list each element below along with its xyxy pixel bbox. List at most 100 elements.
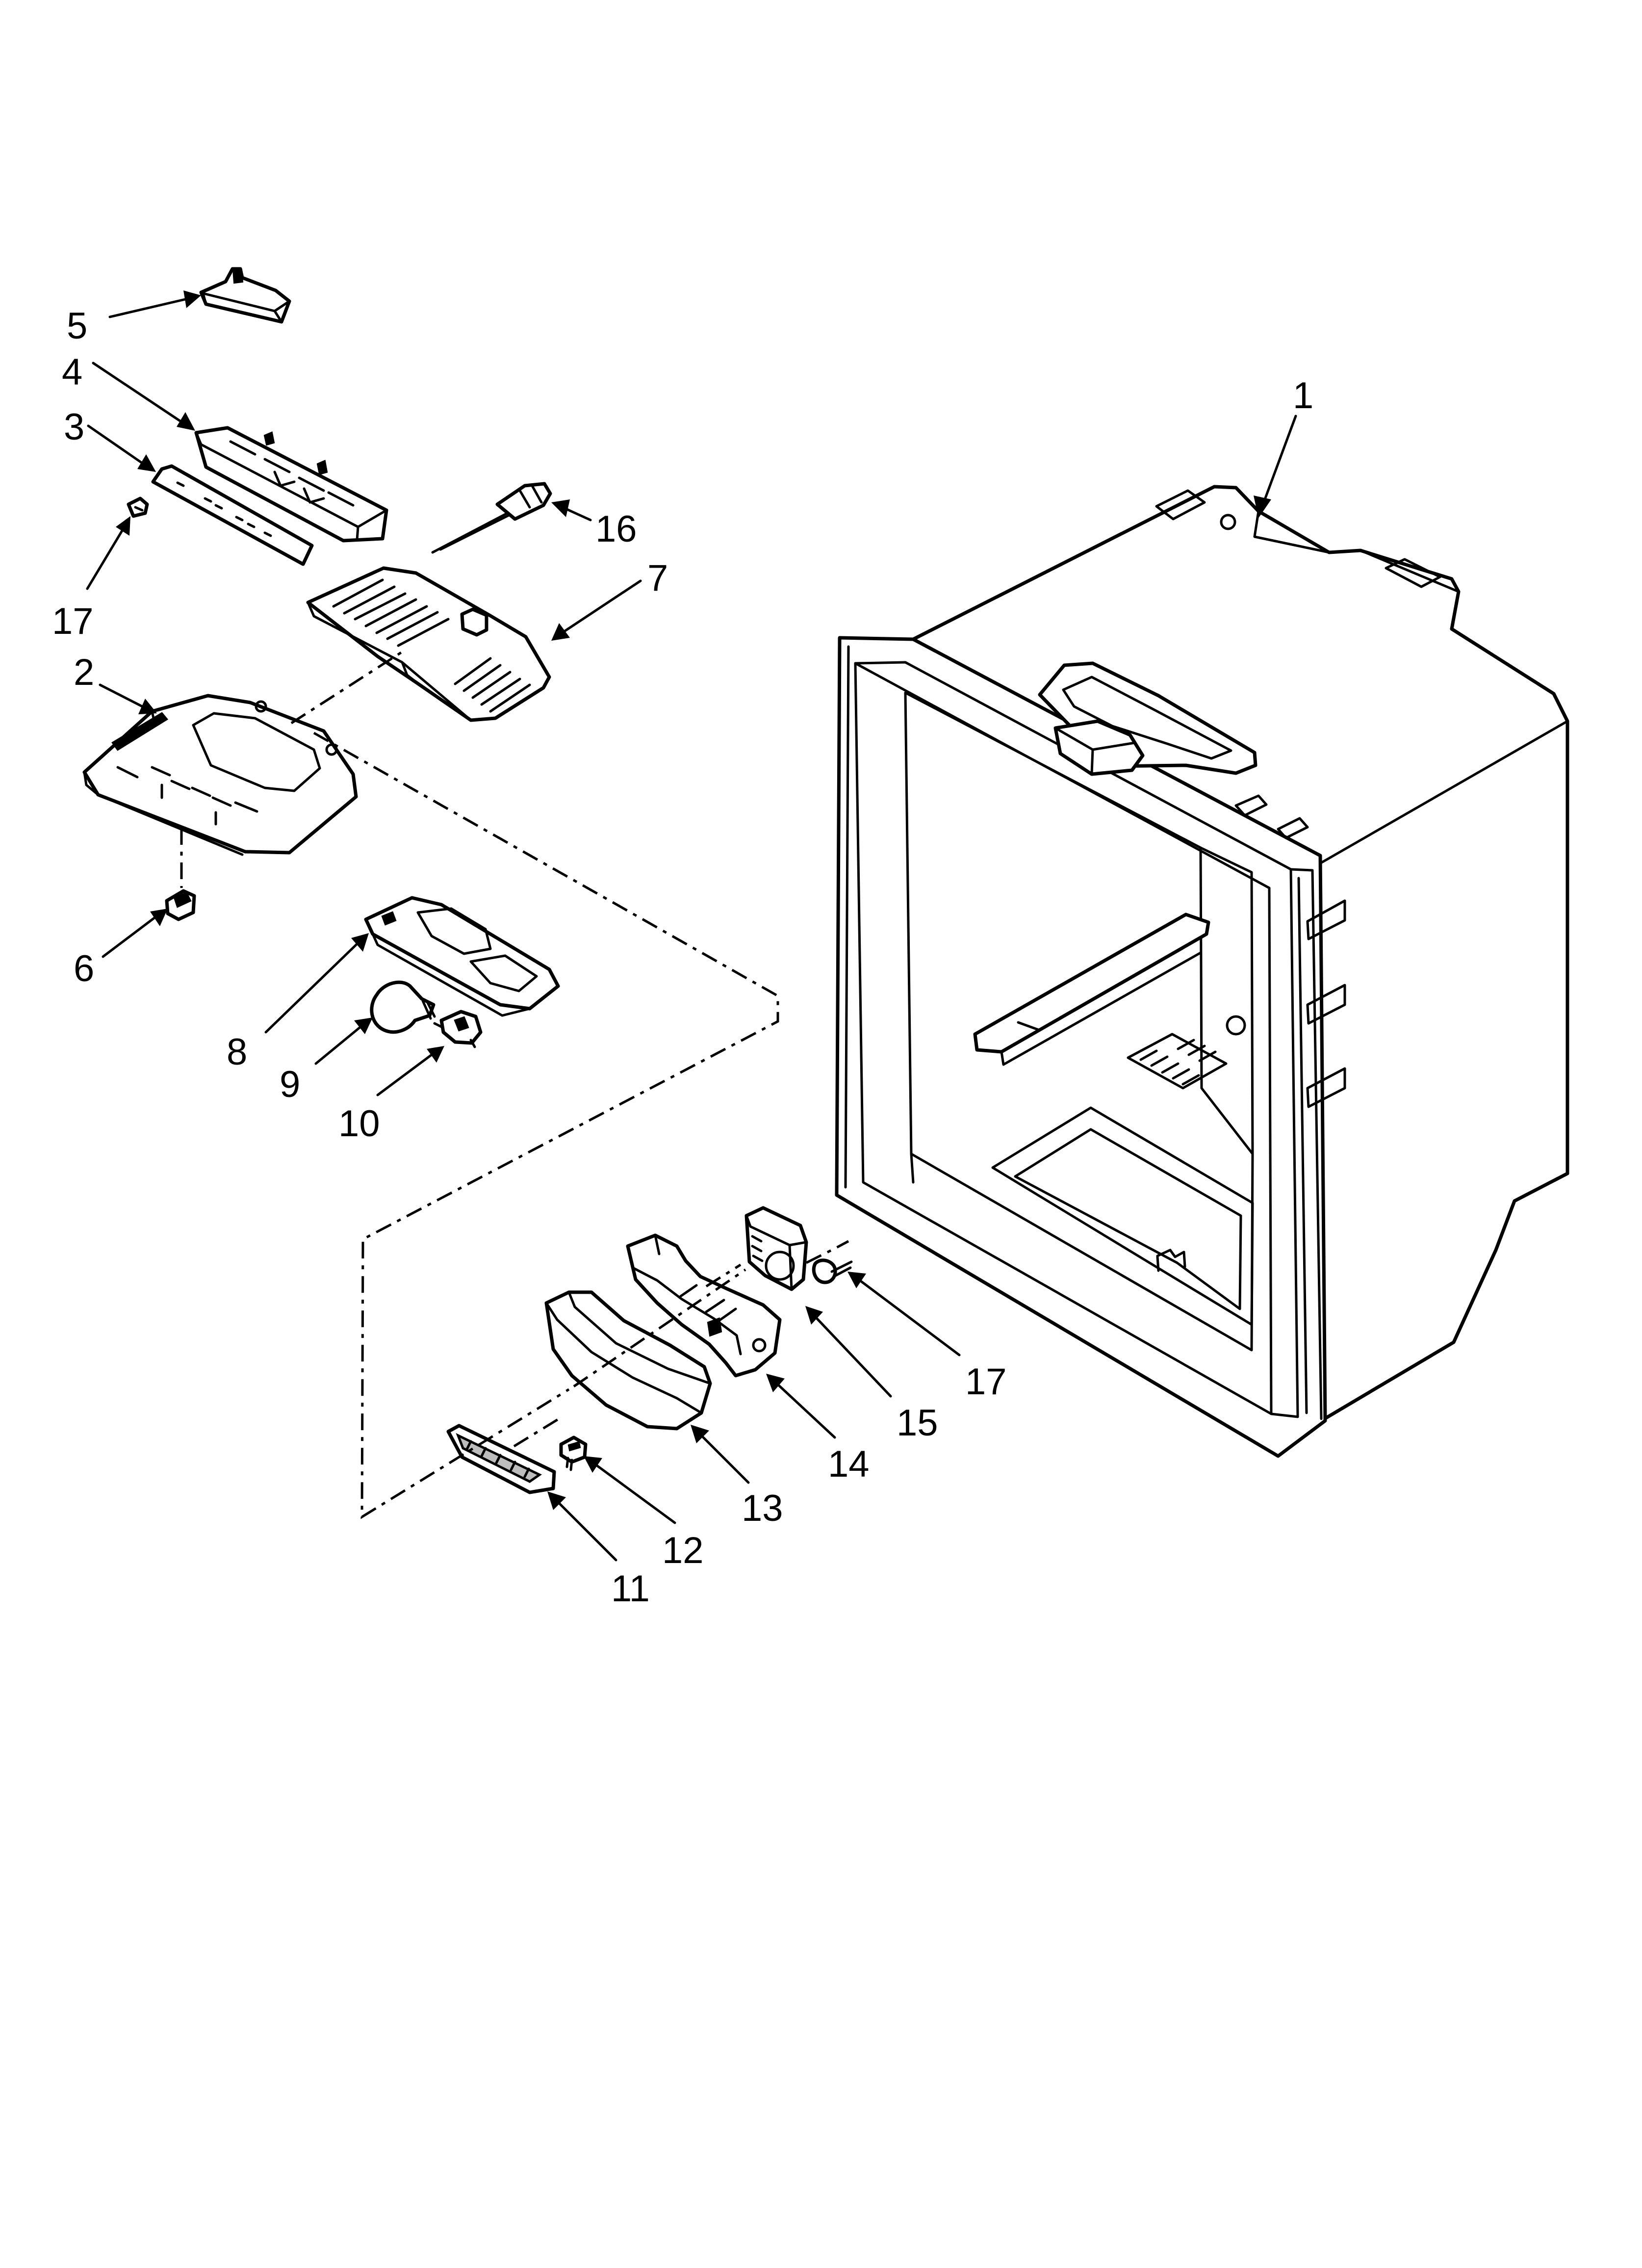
liner-floor-recess (991, 1106, 1254, 1326)
leader-8 (264, 942, 359, 1034)
liner-duct-block-line (1054, 727, 1136, 776)
arrowhead-11 (547, 1491, 566, 1510)
liner-top-hole (1220, 514, 1236, 530)
assembly-lines (180, 651, 849, 1519)
liner-sensor-hole (1226, 1015, 1246, 1036)
part-11-trim (446, 1424, 556, 1494)
overlay-body (151, 464, 314, 566)
leader-14 (777, 1384, 836, 1439)
arrowhead-9 (354, 1017, 373, 1034)
liner-side-tab-3 (1306, 1067, 1346, 1108)
arrowhead-5 (183, 290, 201, 308)
part-10-socket (433, 1010, 483, 1048)
light-housing-body (82, 694, 358, 855)
leader-9 (314, 1026, 361, 1065)
housing-tab-2 (316, 460, 328, 475)
light-housing-boss-2 (325, 743, 338, 756)
callout-14: 14 (828, 1443, 870, 1485)
callout-10: 10 (338, 1103, 380, 1145)
housing14-hole (752, 1338, 767, 1353)
leader-17a (86, 528, 124, 590)
liner-inner-corner (910, 846, 1254, 1184)
arrowhead-10 (427, 1046, 444, 1063)
leader-arrows (86, 290, 1297, 1562)
trim-slots (465, 1440, 530, 1478)
housing-body (194, 426, 388, 543)
arrowhead-17b (847, 1272, 866, 1288)
arrowhead-12 (584, 1456, 602, 1473)
part-15-motor (744, 1206, 808, 1291)
arrowhead-4 (177, 412, 195, 431)
shield-lens-2 (469, 954, 538, 992)
callout-5: 5 (67, 305, 87, 347)
housing-tab-1 (263, 431, 275, 446)
shield-edge (371, 933, 531, 1017)
part-17-screw-bottom (812, 1258, 853, 1284)
leader-4 (92, 362, 183, 423)
callout-9: 9 (280, 1064, 300, 1105)
housing-slots (229, 440, 355, 507)
arrowhead-2 (138, 699, 157, 714)
assembly-line-outline (313, 731, 779, 1519)
leader-1 (1262, 415, 1297, 505)
leader-17b (860, 1280, 961, 1356)
leader-6 (102, 916, 156, 958)
leader-2 (99, 683, 144, 708)
leader-5 (108, 298, 187, 318)
part-1-refrigerator-liner (835, 485, 1569, 1458)
vent-clip (460, 607, 488, 637)
liner-side-tab-1 (1306, 899, 1346, 940)
shield-lens (416, 907, 492, 955)
part-14-housing (626, 1233, 782, 1378)
assembly-line-trim (513, 1415, 563, 1448)
callout-2: 2 (74, 652, 94, 693)
leader-10 (376, 1053, 433, 1096)
vent-slots-left (332, 578, 450, 647)
socket-contacts (454, 1016, 469, 1032)
arrowhead-3 (137, 454, 156, 472)
bulb-base-threads (421, 999, 436, 1020)
leader-11 (558, 1502, 617, 1562)
screw12-slot (567, 1441, 581, 1452)
callout-13: 13 (742, 1487, 783, 1529)
vent-slots-right (454, 657, 531, 713)
part-17-screw-top (127, 496, 149, 518)
callout-3: 3 (64, 406, 84, 448)
overlay-holes (176, 481, 272, 537)
arrowhead-8 (351, 933, 369, 952)
screw12-thread (565, 1457, 573, 1471)
callout-17a: 17 (52, 600, 94, 642)
arrowhead-17a (116, 516, 130, 536)
leader-3 (87, 424, 144, 465)
light-housing-boss-1 (255, 700, 267, 713)
liner-grille (1127, 1033, 1228, 1090)
liner-shelf-rail-line (1000, 951, 1202, 1066)
callout-6: 6 (74, 948, 94, 990)
part-9-light-bulb (370, 980, 436, 1034)
arrowhead-13 (691, 1425, 709, 1443)
callout-7: 7 (647, 557, 668, 599)
liner-frame-left-edge (835, 636, 850, 1197)
part-5-bracket (199, 267, 291, 324)
thermistor-wire-2 (439, 511, 516, 551)
housing14-tab (707, 1317, 722, 1337)
switch-rocker (173, 891, 192, 908)
housing14-body (626, 1233, 782, 1378)
callout-16: 16 (595, 508, 637, 550)
cover13-rim (567, 1291, 712, 1385)
callout-8: 8 (227, 1031, 247, 1073)
arrowhead-15 (805, 1306, 823, 1325)
part-4-control-housing (194, 426, 388, 543)
liner-top-duct-inner (1062, 676, 1232, 760)
bracket-tab (232, 269, 244, 284)
callout-17b: 17 (965, 1361, 1007, 1403)
liner-shelf-rail (973, 912, 1210, 1054)
arrowhead-14 (766, 1374, 785, 1392)
housing14-inner (626, 1234, 742, 1356)
screw-shank (134, 506, 144, 512)
assembly-line-motor (705, 1263, 742, 1288)
leader-7 (564, 579, 642, 632)
liner-top-vent-1 (1155, 489, 1206, 521)
liner-floor-drain (1156, 1249, 1186, 1272)
